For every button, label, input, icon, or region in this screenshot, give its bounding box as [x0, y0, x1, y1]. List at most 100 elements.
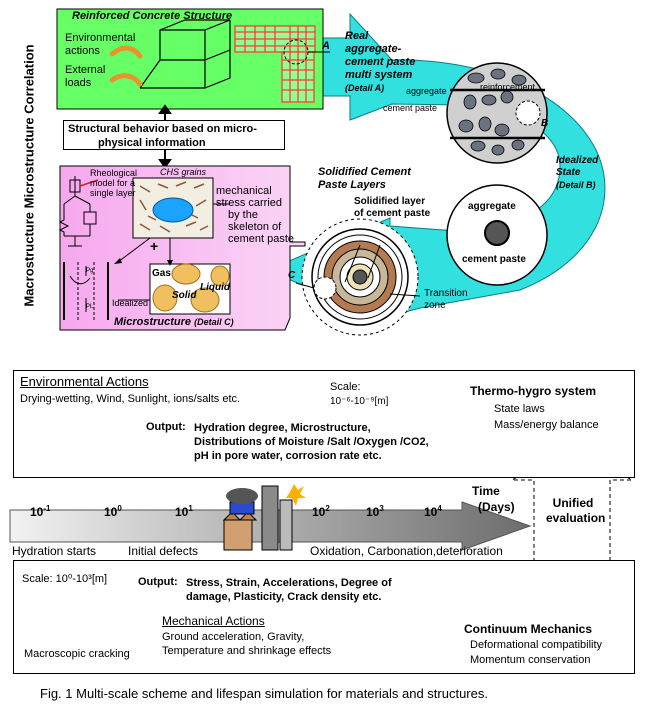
continuum-line: Deformational compatibility: [470, 639, 603, 651]
mechanical-actions-box: [13, 560, 635, 674]
unified-line: Unified: [552, 496, 594, 510]
rheological-model-sketch: [58, 176, 97, 247]
liquid-label: Liquid: [200, 282, 230, 293]
tick-label: 101: [175, 504, 193, 519]
unified-evaluation-label: Unified evaluation: [546, 496, 606, 526]
mech-stress-label: mechanical stress carried by the skeleto…: [216, 185, 294, 245]
env-box-desc: Drying-wetting, Wind, Sunlight, ions/sal…: [20, 393, 241, 405]
pl-label: PL: [86, 304, 94, 310]
aggregate-stones: [458, 68, 527, 156]
env-scale-value: 10⁻⁶-10⁻⁹[m]: [330, 396, 389, 407]
structural-behavior-box: Structural behavior based on micro- phys…: [63, 120, 285, 150]
time-label: Time: [472, 484, 500, 498]
rc-structure-title: Reinforced Concrete Structure: [72, 10, 233, 22]
detail-a-title: Real aggregate- cement paste multi syste…: [345, 30, 415, 95]
thermo-line: State laws: [494, 403, 545, 415]
tick-label: 103: [366, 504, 384, 519]
mech-actions-title: Mechanical Actions: [162, 614, 265, 628]
idealized-state-line: State: [556, 167, 581, 178]
microstructure-box: [59, 165, 306, 331]
transition-zone-label: Transition zone: [424, 288, 468, 312]
solidified-layer-line: Solidified layer: [354, 196, 426, 207]
idealized-state-line: Idealized: [556, 155, 599, 166]
detail-a-marker: A: [322, 40, 330, 52]
rheological-label: Rheological model for a single layer: [90, 168, 137, 198]
rheological-line: single layer: [90, 188, 136, 198]
env-scale-label: Scale:: [330, 381, 361, 393]
external-loads-label: External loads: [65, 64, 106, 89]
thermo-hygro-lines: State laws Mass/energy balance: [494, 401, 599, 433]
detail-b-marker: B: [541, 118, 549, 129]
rheological-line: model for a: [90, 178, 136, 188]
tick-label: 10-1: [30, 504, 51, 519]
chs-grain-marks: [139, 181, 209, 233]
mech-stress-line: mechanical: [216, 185, 272, 197]
oxidation-label: Oxidation, Carbonation,deterioration: [310, 544, 503, 558]
env-output-line: pH in pore water, corrosion rate etc.: [194, 450, 382, 462]
vertical-correlation-label: Macrostructure Microstructure Correlatio…: [21, 44, 37, 307]
plus-sign: +: [150, 238, 159, 254]
chs-grains-label: CHS grains: [160, 167, 207, 177]
tick-label: 102: [312, 504, 330, 519]
thermo-line: Mass/energy balance: [494, 419, 599, 431]
concrete-wall-sketch: [139, 19, 231, 89]
figure-caption: Fig. 1 Multi-scale scheme and lifespan s…: [40, 686, 488, 701]
detail-a-line: cement paste: [345, 56, 416, 68]
mech-action-line: Ground acceleration, Gravity,: [162, 631, 305, 643]
env-output-line: Hydration degree, Microstructure,: [194, 422, 371, 434]
solidified-title-line: Solidified Cement: [318, 166, 411, 178]
factory-icon: [222, 484, 306, 551]
continuum-lines: Deformational compatibility Momentum con…: [470, 638, 602, 668]
aggregate-label: aggregate: [406, 86, 447, 96]
solidified-title-line: Paste Layers: [318, 179, 386, 191]
microstructure-label: Microstructure (Detail C): [114, 316, 234, 328]
thermo-hygro-title: Thermo-hygro system: [470, 384, 597, 398]
mech-scale-label: Scale: 10⁰-10³[m]: [22, 573, 108, 585]
tick-label: 100: [104, 504, 122, 519]
rheological-line: Rheological: [90, 168, 138, 178]
environmental-actions-box: [13, 370, 635, 478]
stress-blue-blob: [152, 197, 194, 223]
cement-paste-big-label: cement paste: [462, 254, 526, 265]
cement-paste-label: cement paste: [383, 103, 438, 113]
gas-label: Gas: [152, 268, 171, 279]
cement-layers-graphic: [301, 218, 419, 336]
idealized-state-label: Idealized State (Detail B): [556, 155, 598, 191]
transition-line: zone: [424, 300, 446, 311]
structural-behavior-line: physical information: [98, 137, 206, 149]
solid-grains: [152, 263, 230, 313]
orange-action-arrows: [109, 45, 143, 87]
detail-c-text: (Detail C): [194, 317, 234, 327]
detail-c-marker: C: [288, 270, 296, 281]
idealized-label: Idealized: [112, 298, 149, 308]
solidified-layer-label: Solidified layer of cement paste: [354, 196, 430, 220]
idealized-state-line: (Detail B): [556, 180, 596, 190]
mech-stress-line: by the: [228, 209, 258, 221]
mech-action-line: Temperature and shrinkage effects: [162, 645, 332, 657]
aggregate-big-label: aggregate: [468, 201, 516, 212]
mech-stress-line: skeleton of: [228, 221, 282, 233]
days-label: (Days): [478, 500, 515, 514]
detail-a-line: multi system: [345, 69, 413, 81]
mech-actions-lines: Ground acceleration, Gravity, Temperatur…: [162, 630, 331, 658]
mech-output-label: Output:: [138, 576, 178, 588]
unified-line: evaluation: [546, 511, 606, 525]
tick-label: 104: [424, 504, 442, 519]
vertical-link-arrows: [158, 104, 172, 169]
mech-output-line: Stress, Strain, Accelerations, Degree of: [186, 577, 392, 589]
env-output-line: Distributions of Moisture /Salt /Oxygen …: [194, 436, 429, 448]
solid-label: Solid: [172, 290, 197, 301]
initial-defects-label: Initial defects: [128, 544, 199, 558]
continuum-title: Continuum Mechanics: [464, 622, 593, 636]
pg-label: Pg: [86, 268, 94, 274]
microstructure-text: Microstructure: [114, 316, 192, 328]
detail-a-line: Real: [345, 30, 369, 42]
solidified-title: Solidified Cement Paste Layers: [318, 166, 411, 192]
env-output-list: Hydration degree, Microstructure, Distri…: [194, 421, 429, 463]
hydration-starts-label: Hydration starts: [12, 544, 97, 558]
structural-behavior-line: Structural behavior based on micro-: [68, 123, 257, 135]
transition-line: Transition: [424, 288, 468, 299]
mech-stress-line: cement paste: [228, 233, 295, 245]
solidified-layer-line: of cement paste: [354, 208, 431, 219]
detail-a-sub: (Detail A): [345, 83, 385, 93]
